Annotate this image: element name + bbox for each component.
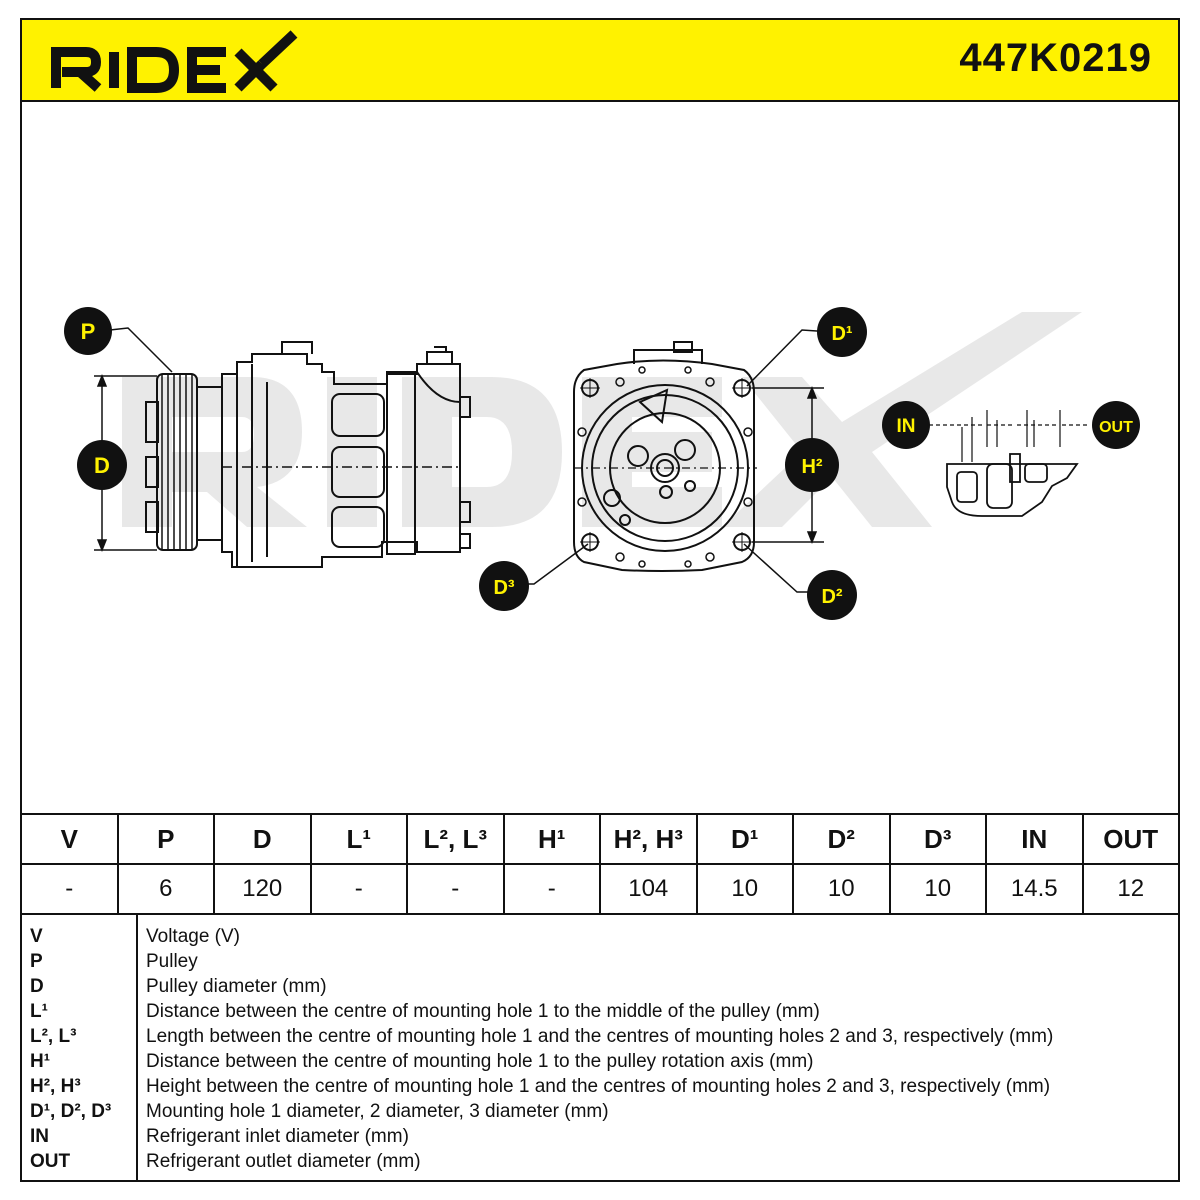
callout-d3: D³	[479, 561, 529, 611]
spec-header: H², H³	[599, 813, 698, 865]
compressor-drawing: P D D¹ H² D² D³ IN OUT	[64, 307, 1140, 620]
spec-value: 10	[792, 863, 891, 915]
header-bar: 447K0219	[22, 20, 1178, 102]
spec-table: V P D L¹ L², L³ H¹ H², H³ D¹ D² D³ IN OU…	[20, 813, 1180, 915]
legend-row: V Voltage (V)	[22, 924, 1178, 949]
spec-header: L², L³	[406, 813, 505, 865]
legend-desc: Pulley diameter (mm)	[146, 976, 327, 997]
spec-value: -	[309, 863, 408, 915]
spec-header: D¹	[695, 813, 794, 865]
legend-desc: Mounting hole 1 diameter, 2 diameter, 3 …	[146, 1101, 609, 1122]
legend-key: D	[30, 976, 44, 997]
spec-header: P	[116, 813, 215, 865]
spec-value: 104	[599, 863, 698, 915]
spec-value: 120	[213, 863, 312, 915]
legend-key: H², H³	[30, 1076, 81, 1097]
legend-desc: Pulley	[146, 951, 198, 972]
legend-key: V	[30, 926, 43, 947]
spec-value: -	[20, 863, 119, 915]
spec-header: H¹	[502, 813, 601, 865]
legend-row: L², L³ Length between the centre of moun…	[22, 1024, 1178, 1049]
legend-row: IN Refrigerant inlet diameter (mm)	[22, 1124, 1178, 1149]
legend-box: V Voltage (V) P Pulley D Pulley diameter…	[20, 913, 1180, 1182]
spec-header: OUT	[1081, 813, 1180, 865]
legend-key: H¹	[30, 1051, 51, 1072]
legend-key: OUT	[30, 1151, 71, 1172]
legend-desc: Refrigerant outlet diameter (mm)	[146, 1151, 421, 1172]
legend-desc: Refrigerant inlet diameter (mm)	[146, 1126, 409, 1147]
legend-key: IN	[30, 1126, 49, 1147]
compressor-side-view	[145, 341, 471, 568]
svg-text:D²: D²	[821, 586, 842, 608]
svg-text:P: P	[81, 319, 96, 344]
callout-p: P	[64, 307, 112, 355]
legend-divider	[136, 915, 138, 1180]
callout-d2: D²	[807, 570, 857, 620]
legend-desc: Height between the centre of mounting ho…	[146, 1076, 1051, 1097]
technical-drawing: P D D¹ H² D² D³ IN OUT	[22, 102, 1178, 814]
svg-text:IN: IN	[897, 416, 916, 437]
legend-row: L¹ Distance between the centre of mounti…	[22, 999, 1178, 1024]
part-number: 447K0219	[959, 36, 1152, 80]
spec-header: D	[213, 813, 312, 865]
legend-desc: Length between the centre of mounting ho…	[146, 1026, 1054, 1047]
legend-key: D¹, D², D³	[30, 1101, 112, 1122]
legend-desc: Distance between the centre of mounting …	[146, 1001, 820, 1022]
callout-in: IN	[882, 401, 930, 449]
legend-row: OUT Refrigerant outlet diameter (mm)	[22, 1149, 1178, 1174]
legend-key: L², L³	[30, 1026, 77, 1047]
spec-value-row: - 6 120 - - - 104 10 10 10 14.5 12	[20, 863, 1180, 915]
spec-header: D³	[888, 813, 987, 865]
spec-value: 14.5	[985, 863, 1084, 915]
callout-d: D	[77, 440, 127, 490]
legend-row: H¹ Distance between the centre of mounti…	[22, 1049, 1178, 1074]
spec-header: V	[20, 813, 119, 865]
svg-text:D¹: D¹	[831, 323, 852, 345]
legend-row: D¹, D², D³ Mounting hole 1 diameter, 2 d…	[22, 1099, 1178, 1124]
svg-text:D: D	[94, 453, 110, 478]
legend-desc: Distance between the centre of mounting …	[146, 1051, 814, 1072]
spec-value: -	[406, 863, 505, 915]
svg-text:H²: H²	[801, 456, 822, 478]
spec-header: IN	[985, 813, 1084, 865]
compressor-front-view	[573, 341, 757, 572]
ridex-logo	[51, 30, 298, 93]
refrigerant-ports-detail	[922, 410, 1090, 517]
legend-key: L¹	[30, 1001, 48, 1022]
callout-h2: H²	[785, 438, 839, 492]
legend-key: P	[30, 951, 43, 972]
spec-value: 10	[695, 863, 794, 915]
legend-row: D Pulley diameter (mm)	[22, 974, 1178, 999]
spec-header: D²	[792, 813, 891, 865]
svg-text:D³: D³	[493, 577, 514, 599]
leader-p	[109, 327, 173, 373]
legend-desc: Voltage (V)	[146, 926, 240, 947]
callout-out: OUT	[1092, 401, 1140, 449]
callout-d1: D¹	[817, 307, 867, 357]
spec-value: 12	[1081, 863, 1180, 915]
spec-header: L¹	[309, 813, 408, 865]
spec-header-row: V P D L¹ L², L³ H¹ H², H³ D¹ D² D³ IN OU…	[20, 813, 1180, 865]
spec-value: 6	[116, 863, 215, 915]
spec-value: 10	[888, 863, 987, 915]
legend-row: P Pulley	[22, 949, 1178, 974]
spec-value: -	[502, 863, 601, 915]
legend-row: H², H³ Height between the centre of moun…	[22, 1074, 1178, 1099]
svg-text:OUT: OUT	[1099, 419, 1133, 436]
